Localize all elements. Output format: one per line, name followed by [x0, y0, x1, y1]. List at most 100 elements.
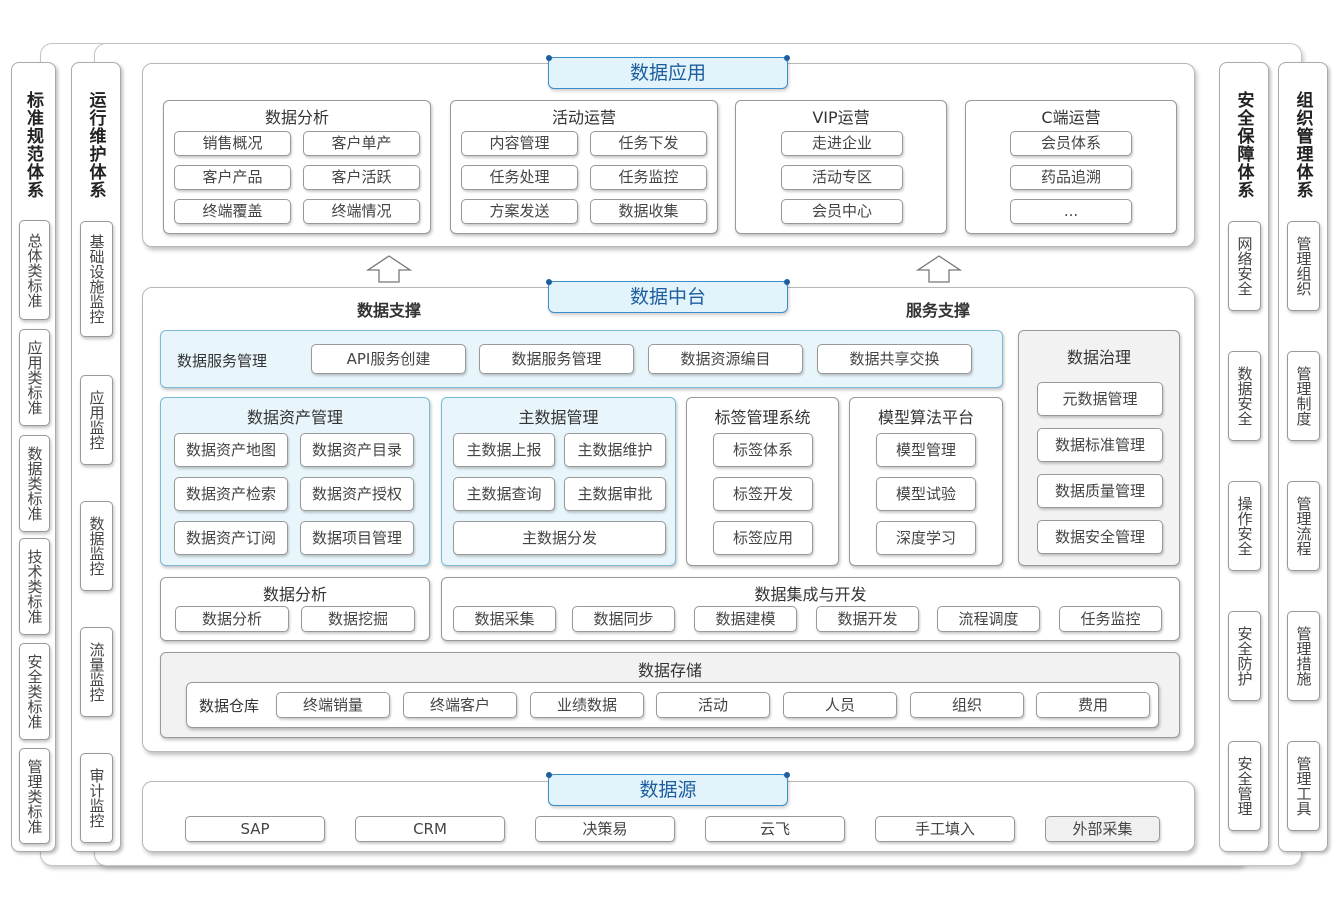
- integration-group: 数据集成与开发 数据采集 数据同步 数据建模 数据开发 流程调度 任务监控: [441, 577, 1180, 641]
- model-item: 模型管理: [876, 433, 976, 467]
- org-item: 管理工具: [1287, 741, 1320, 831]
- standards-item: 总体类标准: [19, 220, 50, 320]
- app-item: 客户单产: [303, 131, 420, 156]
- app-item: 方案发送: [461, 199, 578, 224]
- service-mgmt-label: 数据服务管理: [177, 352, 268, 370]
- app-group-analysis: 数据分析 销售概况 客户单产 客户产品 客户活跃 终端覆盖 终端情况: [163, 100, 431, 234]
- asset-mgmt-group: 数据资产管理 数据资产地图 数据资产目录 数据资产检索 数据资产授权 数据资产订…: [160, 397, 430, 566]
- app-item: 药品追溯: [1010, 165, 1132, 190]
- model-platform-title: 模型算法平台: [877, 408, 974, 427]
- app-item: 走进企业: [781, 131, 903, 156]
- app-item: 内容管理: [461, 131, 578, 156]
- app-group-activity: 活动运营 内容管理 任务下发 任务处理 任务监控 方案发送 数据收集: [450, 100, 718, 234]
- app-item: ...: [1010, 199, 1132, 224]
- security-item: 安全管理: [1228, 741, 1261, 831]
- warehouse-item: 人员: [783, 692, 897, 718]
- ops-column: 运行维护体系 基础设施监控 应用监控 数据监控 流量监控 审计监控: [71, 62, 121, 852]
- app-item: 会员体系: [1010, 131, 1132, 156]
- warehouse-item: 活动: [656, 692, 770, 718]
- source-item: CRM: [355, 816, 505, 842]
- app-item: 活动专区: [781, 165, 903, 190]
- service-mgmt-item: 数据资源编目: [648, 344, 803, 374]
- source-item: 云飞: [705, 816, 845, 842]
- app-group-title: 数据分析: [264, 108, 329, 127]
- service-mgmt-item: API服务创建: [311, 344, 466, 374]
- ops-item: 流量监控: [80, 627, 113, 717]
- mid-layer-title: 数据中台: [546, 279, 790, 313]
- app-item: 任务处理: [461, 165, 578, 190]
- warehouse-item: 组织: [910, 692, 1024, 718]
- warehouse-box: 数据仓库 终端销量 终端客户 业绩数据 活动 人员 组织 费用: [186, 682, 1159, 728]
- app-item: 会员中心: [781, 199, 903, 224]
- standards-item: 应用类标准: [19, 329, 50, 426]
- integration-item: 数据开发: [816, 606, 919, 632]
- asset-item: 数据资产地图: [174, 433, 288, 467]
- asset-item: 数据资产目录: [300, 433, 414, 467]
- master-data-title: 主数据管理: [518, 408, 599, 427]
- warehouse-item: 业绩数据: [530, 692, 644, 718]
- governance-item: 数据安全管理: [1037, 520, 1163, 554]
- org-item: 管理措施: [1287, 611, 1320, 701]
- model-item: 模型试验: [876, 477, 976, 511]
- standards-item: 安全类标准: [19, 643, 50, 740]
- security-item: 网络安全: [1228, 221, 1261, 311]
- mid-analysis-group: 数据分析 数据分析 数据挖掘: [160, 577, 430, 641]
- integration-item: 数据建模: [694, 606, 797, 632]
- ops-item: 审计监控: [80, 753, 113, 843]
- app-group-c-end: C端运营 会员体系 药品追溯 ...: [965, 100, 1177, 234]
- app-group-title: 活动运营: [551, 108, 616, 127]
- tag-mgmt-title: 标签管理系统: [714, 408, 811, 427]
- app-group-title: C端运营: [1041, 108, 1101, 127]
- service-mgmt-item: 数据共享交换: [817, 344, 972, 374]
- governance-group: 数据治理 元数据管理 数据标准管理 数据质量管理 数据安全管理: [1018, 330, 1180, 566]
- master-item: 主数据维护: [564, 433, 666, 467]
- app-item: 客户产品: [174, 165, 291, 190]
- master-item: 主数据审批: [564, 477, 666, 511]
- standards-item: 数据类标准: [19, 435, 50, 532]
- security-item: 安全防护: [1228, 611, 1261, 701]
- asset-item: 数据资产检索: [174, 477, 288, 511]
- source-item: SAP: [185, 816, 325, 842]
- app-group-vip: VIP运营 走进企业 活动专区 会员中心: [735, 100, 947, 234]
- asset-item: 数据项目管理: [300, 521, 414, 555]
- warehouse-item: 费用: [1036, 692, 1150, 718]
- standards-column: 标准规范体系 总体类标准 应用类标准 数据类标准 技术类标准 安全类标准 管理类…: [11, 62, 56, 852]
- security-item: 操作安全: [1228, 481, 1261, 571]
- security-title: 安全保障体系: [1233, 91, 1254, 199]
- ops-item: 基础设施监控: [80, 221, 113, 337]
- app-item: 任务下发: [590, 131, 707, 156]
- standards-item: 技术类标准: [19, 538, 50, 635]
- master-item: 主数据分发: [453, 521, 666, 555]
- master-data-group: 主数据管理 主数据上报 主数据维护 主数据查询 主数据审批 主数据分发: [441, 397, 676, 566]
- tag-item: 标签应用: [713, 521, 813, 555]
- integration-item: 任务监控: [1059, 606, 1162, 632]
- ops-item: 应用监控: [80, 375, 113, 465]
- app-item: 任务监控: [590, 165, 707, 190]
- up-arrow-icon: [366, 255, 412, 283]
- governance-item: 元数据管理: [1037, 382, 1163, 416]
- source-item: 外部采集: [1045, 816, 1160, 842]
- source-item: 手工填入: [875, 816, 1015, 842]
- app-layer-title: 数据应用: [546, 55, 790, 89]
- tag-item: 标签体系: [713, 433, 813, 467]
- data-support-label: 数据支撑: [357, 301, 422, 320]
- storage-title: 数据存储: [637, 661, 702, 680]
- service-mgmt-item: 数据服务管理: [479, 344, 634, 374]
- app-item: 客户活跃: [303, 165, 420, 190]
- app-item: 终端情况: [303, 199, 420, 224]
- service-support-label: 服务支撑: [906, 301, 971, 320]
- integration-item: 流程调度: [937, 606, 1040, 632]
- integration-item: 数据同步: [572, 606, 675, 632]
- app-item: 销售概况: [174, 131, 291, 156]
- warehouse-item: 终端客户: [403, 692, 517, 718]
- source-layer-title: 数据源: [546, 772, 790, 806]
- app-item: 终端覆盖: [174, 199, 291, 224]
- model-item: 深度学习: [876, 521, 976, 555]
- asset-item: 数据资产授权: [300, 477, 414, 511]
- up-arrow-icon: [916, 255, 962, 283]
- org-item: 管理组织: [1287, 221, 1320, 311]
- service-mgmt-group: 数据服务管理 API服务创建 数据服务管理 数据资源编目 数据共享交换: [160, 330, 1003, 388]
- integration-item: 数据采集: [453, 606, 556, 632]
- master-item: 主数据查询: [453, 477, 555, 511]
- app-group-title: VIP运营: [812, 108, 870, 127]
